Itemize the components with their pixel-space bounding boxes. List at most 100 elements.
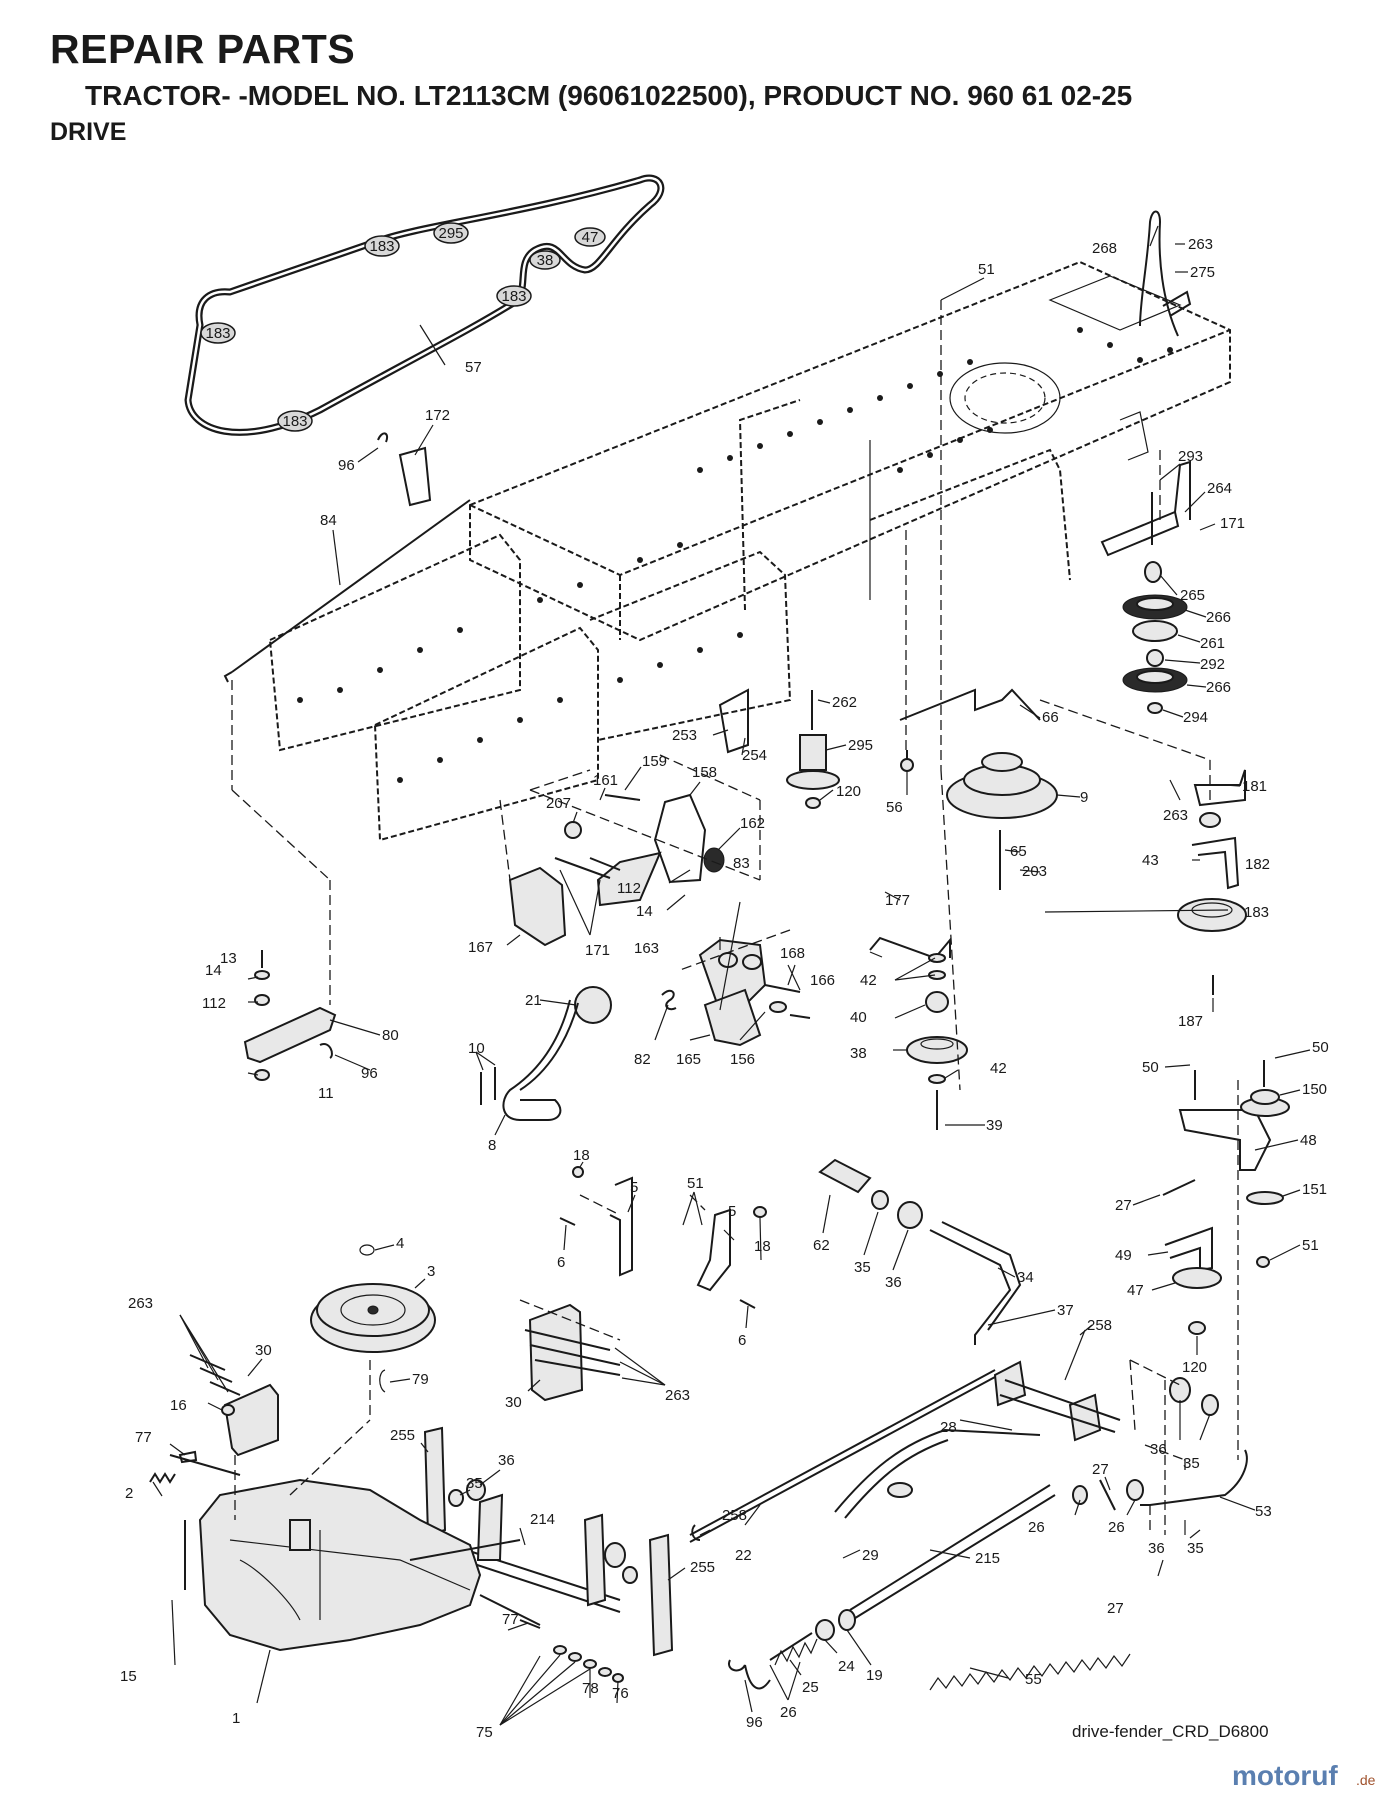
belt-badge: 183 bbox=[364, 235, 400, 257]
callout-78: 78 bbox=[582, 1680, 599, 1697]
callout-182: 182 bbox=[1245, 856, 1270, 873]
belt-badges: 183 295 47 38 183 183 183 bbox=[200, 222, 606, 432]
callout-numbers: 57 51 268 263 275 172 96 84 293 264 171 … bbox=[120, 236, 1329, 1741]
parts-sketch bbox=[149, 210, 1290, 1691]
callout-27: 27 bbox=[1092, 1461, 1109, 1478]
callout-51: 51 bbox=[978, 261, 995, 278]
callout-3: 3 bbox=[427, 1263, 435, 1280]
callout-183: 183 bbox=[1244, 904, 1269, 921]
callout-19: 19 bbox=[866, 1667, 883, 1684]
callout-263: 263 bbox=[128, 1295, 153, 1312]
callout-187: 187 bbox=[1178, 1013, 1203, 1030]
callout-181: 181 bbox=[1242, 778, 1267, 795]
watermark-logo: motoruf .de bbox=[1232, 1760, 1376, 1791]
belt-badge: 183 bbox=[200, 322, 236, 344]
callout-112: 112 bbox=[617, 880, 641, 897]
callout-56: 56 bbox=[886, 799, 903, 816]
callout-255: 255 bbox=[690, 1559, 715, 1576]
callout-77: 77 bbox=[502, 1611, 519, 1628]
callout-36: 36 bbox=[1148, 1540, 1165, 1557]
model-line: TRACTOR- -MODEL NO. LT2113CM (9606102250… bbox=[85, 80, 1133, 111]
callout-80: 80 bbox=[382, 1027, 399, 1044]
callout-14: 14 bbox=[205, 962, 222, 979]
callout-49: 49 bbox=[1115, 1247, 1132, 1264]
callout-15: 15 bbox=[120, 1668, 137, 1685]
belt-badge: 183 bbox=[277, 410, 313, 432]
callout-1: 1 bbox=[232, 1710, 240, 1727]
callout-171: 171 bbox=[585, 942, 610, 959]
callout-65: 65 bbox=[1010, 843, 1027, 860]
callout-262: 262 bbox=[832, 694, 857, 711]
svg-text:38: 38 bbox=[537, 252, 554, 269]
callout-172: 172 bbox=[425, 407, 450, 424]
callout-76: 76 bbox=[612, 1685, 629, 1702]
callout-50: 50 bbox=[1142, 1059, 1159, 1076]
callout-6: 6 bbox=[738, 1332, 746, 1349]
callout-292: 292 bbox=[1200, 656, 1225, 673]
callout-24: 24 bbox=[838, 1658, 855, 1675]
callout-268: 268 bbox=[1092, 240, 1117, 257]
callout-18: 18 bbox=[754, 1238, 771, 1255]
callout-158: 158 bbox=[692, 764, 717, 781]
callout-96: 96 bbox=[361, 1065, 378, 1082]
svg-text:183: 183 bbox=[282, 413, 307, 430]
callout-168: 168 bbox=[780, 945, 805, 962]
callout-96: 96 bbox=[338, 457, 355, 474]
callout-255: 255 bbox=[390, 1427, 415, 1444]
callout-295: 295 bbox=[848, 737, 873, 754]
callout-14: 14 bbox=[636, 903, 653, 920]
callout-27: 27 bbox=[1115, 1197, 1132, 1214]
callout-9: 9 bbox=[1080, 789, 1088, 806]
callout-30: 30 bbox=[255, 1342, 272, 1359]
callout-177: 177 bbox=[885, 892, 910, 909]
callout-40: 40 bbox=[850, 1009, 867, 1026]
callout-2: 2 bbox=[125, 1485, 133, 1502]
callout-35: 35 bbox=[1187, 1540, 1204, 1557]
belt-badge: 47 bbox=[574, 227, 606, 247]
callout-36: 36 bbox=[498, 1452, 515, 1469]
callout-82: 82 bbox=[634, 1051, 651, 1068]
callout-5: 5 bbox=[630, 1179, 638, 1196]
callout-26: 26 bbox=[1028, 1519, 1045, 1536]
callout-156: 156 bbox=[730, 1051, 755, 1068]
callout-275: 275 bbox=[1190, 264, 1215, 281]
callout-293: 293 bbox=[1178, 448, 1203, 465]
callout-48: 48 bbox=[1300, 1132, 1317, 1149]
callout-263: 263 bbox=[1188, 236, 1213, 253]
callout-265: 265 bbox=[1180, 587, 1205, 604]
callout-8: 8 bbox=[488, 1137, 496, 1154]
callout-35: 35 bbox=[1183, 1455, 1200, 1472]
svg-text:295: 295 bbox=[438, 225, 463, 242]
callout-37: 37 bbox=[1057, 1302, 1074, 1319]
callout-43: 43 bbox=[1142, 852, 1159, 869]
callout-22: 22 bbox=[735, 1547, 752, 1564]
callout-35: 35 bbox=[854, 1259, 871, 1276]
callout-47: 47 bbox=[1127, 1282, 1144, 1299]
callout-120: 120 bbox=[836, 783, 861, 800]
connection-lines bbox=[231, 300, 1239, 1535]
svg-text:183: 183 bbox=[501, 288, 526, 305]
callout-36: 36 bbox=[1150, 1441, 1167, 1458]
callout-leaders bbox=[152, 225, 1311, 1726]
callout-27: 27 bbox=[1107, 1600, 1124, 1617]
callout-29: 29 bbox=[862, 1547, 879, 1564]
callout-26: 26 bbox=[780, 1704, 797, 1721]
page-title: REPAIR PARTS bbox=[50, 26, 356, 72]
callout-6: 6 bbox=[557, 1254, 565, 1271]
svg-text:47: 47 bbox=[582, 229, 599, 246]
callout-162: 162 bbox=[740, 815, 765, 832]
callout-50: 50 bbox=[1312, 1039, 1329, 1056]
callout-38: 38 bbox=[850, 1045, 867, 1062]
callout-264: 264 bbox=[1207, 480, 1232, 497]
callout-10: 10 bbox=[468, 1040, 485, 1057]
callout-266: 266 bbox=[1206, 609, 1231, 626]
callout-215: 215 bbox=[975, 1550, 1000, 1567]
callout-266: 266 bbox=[1206, 679, 1231, 696]
drawing-reference: drive-fender_CRD_D6800 bbox=[1072, 1722, 1269, 1741]
section-title: DRIVE bbox=[50, 118, 127, 146]
belt-badge: 38 bbox=[529, 250, 561, 270]
callout-21: 21 bbox=[525, 992, 542, 1009]
callout-53: 53 bbox=[1255, 1503, 1272, 1520]
callout-4: 4 bbox=[396, 1235, 404, 1252]
